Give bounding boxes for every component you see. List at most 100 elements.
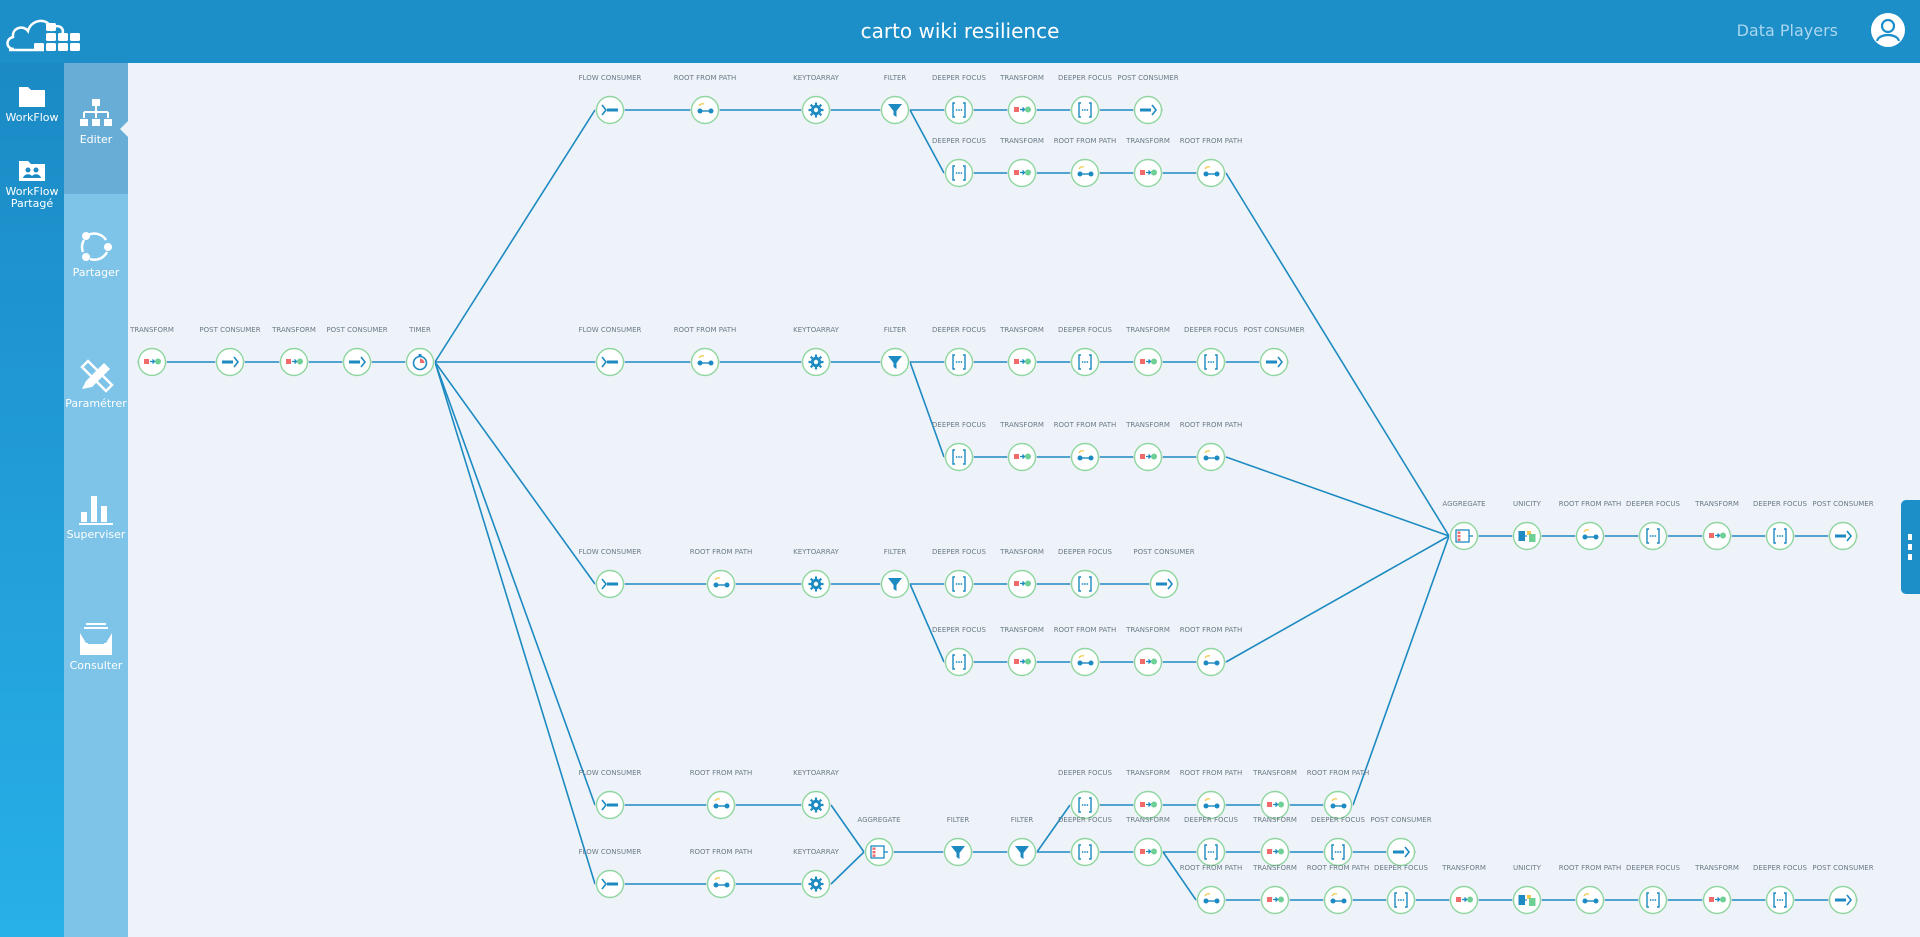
workflow-node-deeper-focus[interactable]: DEEPER FOCUS [1184,816,1238,867]
workflow-node-transform[interactable]: TRANSFORM [1126,769,1170,820]
workflow-node-transform[interactable]: TRANSFORM [1000,548,1044,599]
workflow-node-aggregate[interactable]: AGGREGATE [857,816,901,867]
workflow-node-transform[interactable]: TRANSFORM [1126,137,1170,188]
workflow-node-root-from-path[interactable]: ROOT FROM PATH [1559,500,1621,551]
workflow-node-post-consumer[interactable]: POST CONSUMER [1370,816,1432,867]
workflow-node-transform[interactable]: TRANSFORM [1253,864,1297,915]
side-panel-handle[interactable] [1901,500,1920,594]
workflow-node-transform[interactable]: TRANSFORM [1126,626,1170,677]
workflow-node-transform[interactable]: TRANSFORM [1126,421,1170,472]
workflow-node-root-from-path[interactable]: ROOT FROM PATH [1307,864,1369,915]
workflow-node-transform[interactable]: TRANSFORM [1000,74,1044,125]
workflow-node-deeper-focus[interactable]: DEEPER FOCUS [1626,500,1680,551]
sub-nav-item-editer[interactable]: Editer [64,97,128,146]
workflow-node-deeper-focus[interactable]: DEEPER FOCUS [1753,500,1807,551]
workflow-node-flow-consumer[interactable]: FLOW CONSUMER [579,848,641,899]
workflow-node-transform[interactable]: TRANSFORM [1000,626,1044,677]
workflow-node-root-from-path[interactable]: ROOT FROM PATH [1054,626,1116,677]
workflow-node-root-from-path[interactable]: ROOT FROM PATH [1054,137,1116,188]
workflow-node-root-from-path[interactable]: ROOT FROM PATH [1307,769,1369,820]
sub-nav-item-superviser[interactable]: Superviser [64,490,128,541]
workflow-node-flow-consumer[interactable]: FLOW CONSUMER [579,769,641,820]
workflow-node-keytoarray[interactable]: KEYTOARRAY [793,74,839,125]
workflow-node-deeper-focus[interactable]: DEEPER FOCUS [932,137,986,188]
workflow-node-post-consumer[interactable]: POST CONSUMER [1812,500,1874,551]
workflow-node-post-consumer[interactable]: POST CONSUMER [1812,864,1874,915]
nav-item-workflow[interactable]: WorkFlow [0,83,64,124]
user-avatar-icon[interactable] [1870,12,1906,48]
workflow-node-transform[interactable]: TRANSFORM [1442,864,1486,915]
workflow-node-deeper-focus[interactable]: DEEPER FOCUS [1374,864,1428,915]
workflow-node-deeper-focus[interactable]: DEEPER FOCUS [1058,326,1112,377]
workflow-node-root-from-path[interactable]: ROOT FROM PATH [1180,769,1242,820]
workflow-node-label: ROOT FROM PATH [1558,864,1622,872]
workflow-node-root-from-path[interactable]: ROOT FROM PATH [674,74,736,125]
workflow-node-deeper-focus[interactable]: DEEPER FOCUS [932,326,986,377]
workflow-node-filter[interactable]: FILTER [880,74,910,125]
workflow-node-deeper-focus[interactable]: DEEPER FOCUS [932,74,986,125]
workflow-node-flow-consumer[interactable]: FLOW CONSUMER [579,74,641,125]
workflow-node-deeper-focus[interactable]: DEEPER FOCUS [1058,74,1112,125]
workflow-node-post-consumer[interactable]: POST CONSUMER [326,326,388,377]
workflow-node-transform[interactable]: TRANSFORM [1695,864,1739,915]
workflow-node-deeper-focus[interactable]: DEEPER FOCUS [1058,548,1112,599]
workflow-node-deeper-focus[interactable]: DEEPER FOCUS [1753,864,1807,915]
workflow-node-root-from-path[interactable]: ROOT FROM PATH [690,769,752,820]
workflow-node-transform[interactable]: TRANSFORM [1695,500,1739,551]
workflow-node-root-from-path[interactable]: ROOT FROM PATH [1559,864,1621,915]
workflow-node-deeper-focus[interactable]: DEEPER FOCUS [932,421,986,472]
workflow-node-flow-consumer[interactable]: FLOW CONSUMER [579,326,641,377]
workflow-node-filter[interactable]: FILTER [1007,816,1037,867]
workflow-node-root-from-path[interactable]: ROOT FROM PATH [690,848,752,899]
workflow-node-post-consumer[interactable]: POST CONSUMER [1243,326,1305,377]
workflow-node-deeper-focus[interactable]: DEEPER FOCUS [1311,816,1365,867]
workflow-node-transform[interactable]: TRANSFORM [1000,326,1044,377]
sub-nav-item-consulter[interactable]: Consulter [64,621,128,672]
workflow-node-deeper-focus[interactable]: DEEPER FOCUS [1184,326,1238,377]
workflow-node-deeper-focus[interactable]: DEEPER FOCUS [932,626,986,677]
workflow-node-filter[interactable]: FILTER [943,816,973,867]
workflow-node-filter[interactable]: FILTER [880,326,910,377]
workflow-node-root-from-path[interactable]: ROOT FROM PATH [1180,864,1242,915]
root-from-path-icon [1196,790,1226,820]
workflow-node-root-from-path[interactable]: ROOT FROM PATH [1054,421,1116,472]
workflow-node-transform[interactable]: TRANSFORM [272,326,316,377]
workflow-node-post-consumer[interactable]: POST CONSUMER [1117,74,1179,125]
workflow-node-transform[interactable]: TRANSFORM [1126,326,1170,377]
user-name[interactable]: Data Players [1736,21,1838,40]
workflow-node-keytoarray[interactable]: KEYTOARRAY [793,848,839,899]
workflow-node-transform[interactable]: TRANSFORM [1000,421,1044,472]
workflow-node-unicity[interactable]: UNICITY [1512,864,1542,915]
flow-consumer-icon [595,347,625,377]
workflow-node-label: POST CONSUMER [1117,74,1179,82]
workflow-node-deeper-focus[interactable]: DEEPER FOCUS [1058,816,1112,867]
workflow-node-flow-consumer[interactable]: FLOW CONSUMER [579,548,641,599]
workflow-node-transform[interactable]: TRANSFORM [1126,816,1170,867]
sub-nav-item-parametrer[interactable]: Paramétrer [64,359,128,410]
workflow-node-transform[interactable]: TRANSFORM [130,326,174,377]
workflow-node-timer[interactable]: TIMER [405,326,435,377]
workflow-node-keytoarray[interactable]: KEYTOARRAY [793,548,839,599]
workflow-node-root-from-path[interactable]: ROOT FROM PATH [1180,137,1242,188]
sub-nav-item-partager[interactable]: Partager [64,228,128,279]
workflow-node-keytoarray[interactable]: KEYTOARRAY [793,769,839,820]
workflow-node-root-from-path[interactable]: ROOT FROM PATH [1180,626,1242,677]
workflow-node-unicity[interactable]: UNICITY [1512,500,1542,551]
workflow-node-transform[interactable]: TRANSFORM [1253,816,1297,867]
nav-item-workflow-partage[interactable]: WorkFlow Partagé [0,157,64,210]
workflow-node-root-from-path[interactable]: ROOT FROM PATH [1180,421,1242,472]
workflow-node-root-from-path[interactable]: ROOT FROM PATH [690,548,752,599]
cloud-logo-icon[interactable] [4,11,86,53]
workflow-node-deeper-focus[interactable]: DEEPER FOCUS [932,548,986,599]
workflow-node-post-consumer[interactable]: POST CONSUMER [1133,548,1195,599]
workflow-node-post-consumer[interactable]: POST CONSUMER [199,326,261,377]
workflow-node-aggregate[interactable]: AGGREGATE [1442,500,1486,551]
workflow-node-keytoarray[interactable]: KEYTOARRAY [793,326,839,377]
workflow-node-transform[interactable]: TRANSFORM [1253,769,1297,820]
workflow-node-deeper-focus[interactable]: DEEPER FOCUS [1058,769,1112,820]
workflow-node-root-from-path[interactable]: ROOT FROM PATH [674,326,736,377]
workflow-node-deeper-focus[interactable]: DEEPER FOCUS [1626,864,1680,915]
workflow-node-filter[interactable]: FILTER [880,548,910,599]
workflow-node-transform[interactable]: TRANSFORM [1000,137,1044,188]
